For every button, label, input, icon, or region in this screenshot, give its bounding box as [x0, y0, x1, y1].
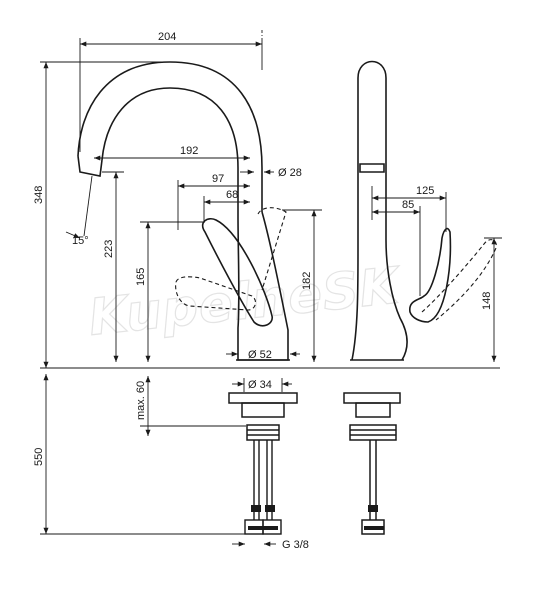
lever-handle: [201, 217, 273, 327]
dim-side-85: 85: [402, 199, 414, 211]
spout-tip: [77, 155, 103, 177]
dim-hole-dia: Ø 34: [248, 379, 272, 391]
front-mount: [228, 392, 298, 441]
front-lever-alt: [175, 207, 287, 311]
watermark-text: KupelneSK: [86, 256, 404, 347]
dim-base-dia: Ø 52: [248, 349, 272, 361]
side-view: [350, 60, 452, 361]
spout-inner: [101, 87, 239, 216]
dim-height-182: 182: [301, 272, 313, 290]
dim-handle-68: 68: [226, 189, 238, 201]
front-hoses: [244, 440, 282, 535]
side-body-right: [385, 239, 408, 361]
dim-spout-dia: Ø 28: [278, 167, 302, 179]
dim-angle: 15°: [72, 235, 89, 247]
dimension-lines: [40, 30, 502, 547]
dim-height-total: 348: [33, 186, 45, 204]
side-aerator: [359, 163, 385, 173]
dim-height-165: 165: [135, 268, 147, 286]
side-lever-alt: [421, 239, 497, 321]
side-body: [351, 162, 359, 361]
side-hose-fittings: [364, 505, 384, 530]
side-lever: [409, 227, 452, 323]
dim-side-148: 148: [481, 292, 493, 310]
dim-max-thickness: max. 60: [135, 381, 147, 420]
dim-hose-length: 550: [33, 448, 45, 466]
dim-thread: G 3/8: [282, 539, 309, 551]
dim-width-top: 204: [158, 31, 176, 43]
dim-spout-reach: 192: [180, 145, 198, 157]
side-spout: [357, 60, 387, 240]
front-hose-fittings: [248, 505, 278, 530]
dim-handle-97: 97: [212, 173, 224, 185]
dim-height-223: 223: [103, 240, 115, 258]
side-mount: [343, 392, 401, 535]
dim-side-125: 125: [416, 185, 434, 197]
